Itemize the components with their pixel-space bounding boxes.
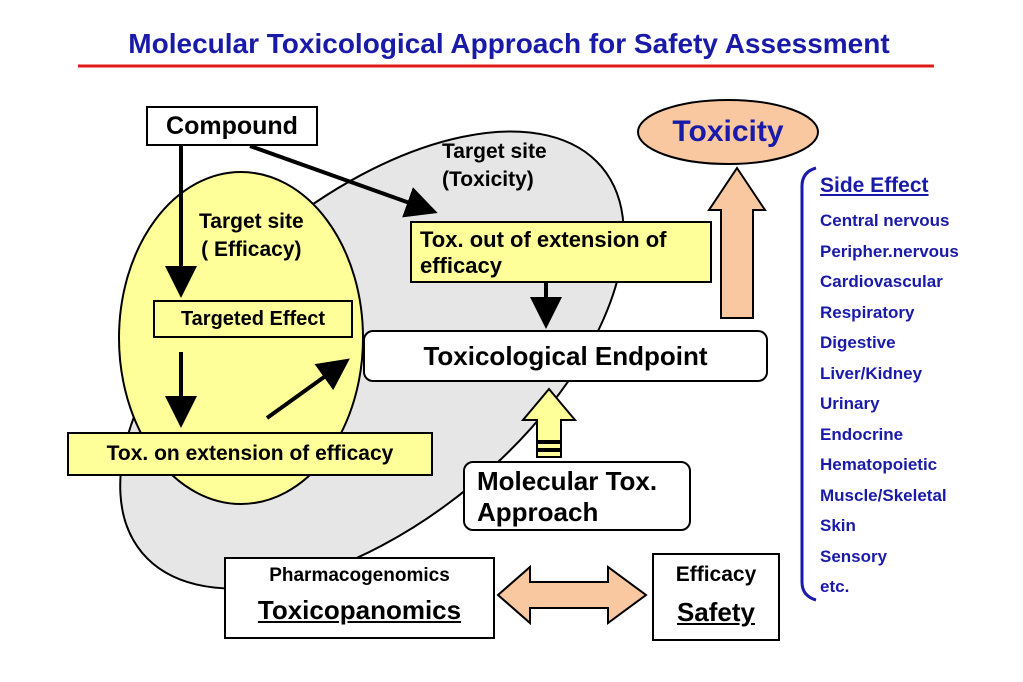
tox-out-of-extension-box: Tox. out of extension of efficacy xyxy=(410,221,712,283)
arrow-compound-to-tox-out xyxy=(249,144,438,218)
side-effect-item: Digestive xyxy=(820,333,896,352)
side-effect-item: Muscle/Skeletal xyxy=(820,485,947,505)
pharmacogenomics-box: Pharmacogenomics Toxicopanomics xyxy=(224,557,495,639)
arrow-approach-to-endpoint xyxy=(520,387,578,458)
arrow-tox-on-to-endpoint xyxy=(265,358,350,420)
targeted-effect-box: Targeted Effect xyxy=(153,300,353,338)
target-site-toxicity-label: Target site (Toxicity) xyxy=(442,138,547,194)
page-title: Molecular Toxicological Approach for Saf… xyxy=(128,28,890,59)
side-effect-item: Central nervous xyxy=(820,211,950,230)
target-site-efficacy-line2: ( Efficacy) xyxy=(201,238,302,261)
side-effect-item: Cardiovascular xyxy=(820,272,943,291)
side-effect-item: etc. xyxy=(820,577,850,596)
target-site-efficacy-label: Target site ( Efficacy) xyxy=(199,208,304,264)
side-effect-item: Urinary xyxy=(820,394,880,413)
efficacy-label: Efficacy xyxy=(675,563,757,586)
toxicity-label: Toxicity xyxy=(672,115,784,148)
side-effect-item: Hematopoietic xyxy=(820,455,938,474)
target-site-toxicity-line1: Target site xyxy=(442,140,547,163)
side-effect-bracket xyxy=(800,166,817,602)
side-effect-item: Skin xyxy=(820,516,856,535)
toxicological-endpoint-box: Toxicological Endpoint xyxy=(363,330,768,382)
target-site-efficacy-line1: Target site xyxy=(199,210,304,233)
side-effect-heading: Side Effect xyxy=(820,174,929,197)
compound-box: Compound xyxy=(146,106,318,146)
side-effect-item: Peripher.nervous xyxy=(820,241,959,261)
side-effect-list: Side Effect Central nervous Peripher.ner… xyxy=(820,172,959,603)
side-effect-item: Endocrine xyxy=(820,424,904,444)
tox-on-extension-box: Tox. on extension of efficacy xyxy=(67,432,433,476)
safety-label: Safety xyxy=(676,597,756,627)
efficacy-safety-box: Efficacy Safety xyxy=(652,553,780,641)
toxicity-oval xyxy=(637,99,819,165)
toxicopanomics-label: Toxicopanomics xyxy=(257,595,462,625)
molecular-tox-approach-box: Molecular Tox. Approach xyxy=(463,461,691,531)
pharmacogenomics-label: Pharmacogenomics xyxy=(269,565,450,586)
target-site-toxicity-line2: (Toxicity) xyxy=(442,168,534,191)
double-arrow xyxy=(496,564,648,626)
side-effect-item: Liver/Kidney xyxy=(820,363,923,383)
side-effect-item: Sensory xyxy=(820,546,888,566)
arrow-endpoint-to-toxicity xyxy=(707,166,767,319)
side-effect-item: Respiratory xyxy=(820,302,915,322)
